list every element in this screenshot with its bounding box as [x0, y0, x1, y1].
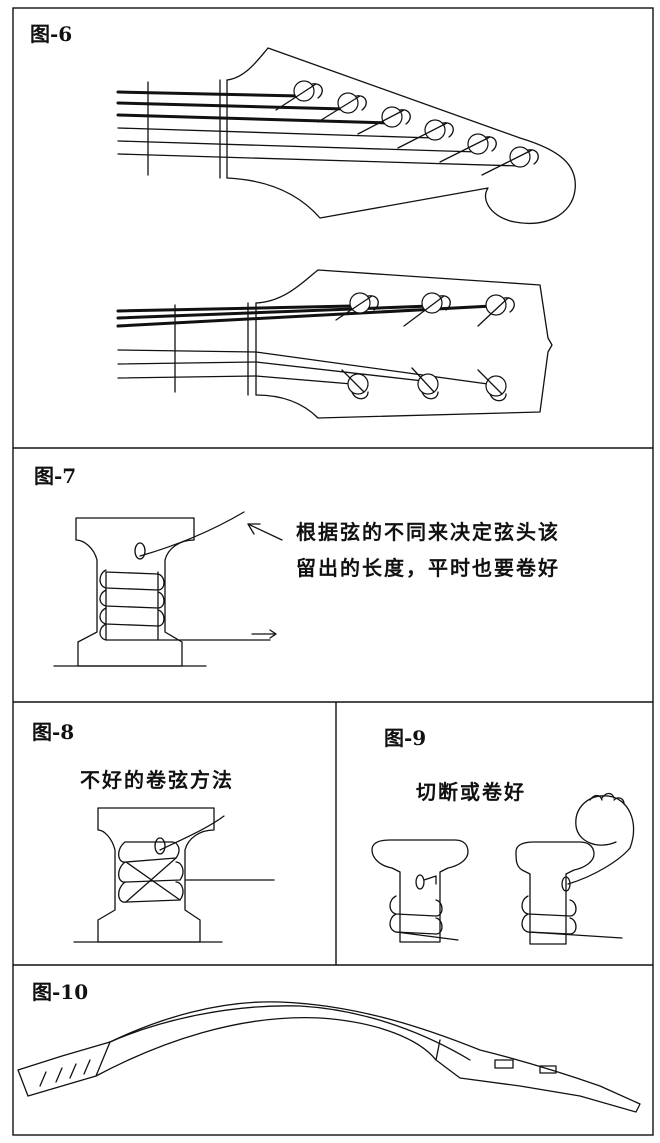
- tuner-post-cut-or-wind: [371, 792, 635, 945]
- figure-7-note-line-2: 留出的长度，平时也要卷好: [296, 556, 560, 580]
- figure-label-6: 图-6: [30, 22, 73, 46]
- headstock-six-inline: [116, 47, 576, 225]
- headstock-three-plus-three: [116, 269, 553, 419]
- figure-label-10: 图-10: [32, 980, 89, 1004]
- figure-label-7: 图-7: [34, 464, 77, 488]
- tuner-post-bad-winding: [73, 807, 275, 943]
- figure-8-caption: 不好的卷弦方法: [80, 768, 234, 792]
- figure-label-8: 图-8: [32, 720, 75, 744]
- figure-7-note-line-1: 根据弦的不同来决定弦头该: [296, 520, 560, 544]
- figure-label-9: 图-9: [384, 726, 427, 750]
- tuner-post-neat-winding: [53, 511, 283, 667]
- figure-9-caption: 切断或卷好: [416, 780, 526, 804]
- guitar-neck-side-view: [17, 1001, 641, 1113]
- panel-borders: [12, 7, 654, 1136]
